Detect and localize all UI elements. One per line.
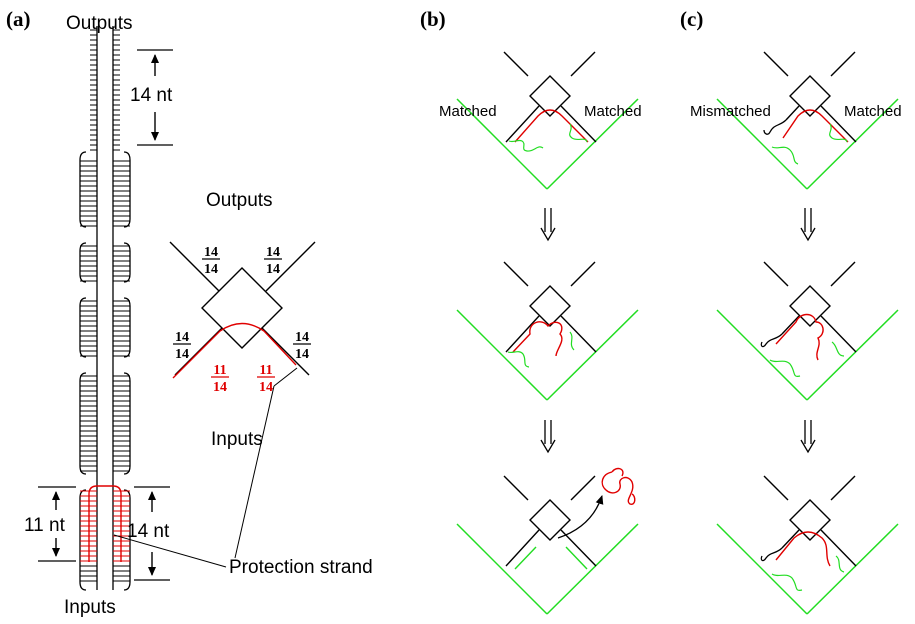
panel-c-label: (c) (680, 7, 703, 31)
panel-b-right-label: Matched (584, 103, 642, 120)
panel-b-stage-1: Matched Matched (439, 51, 642, 190)
svg-text:14: 14 (204, 245, 218, 260)
panel-c-right-label: Matched (844, 103, 902, 120)
svg-text:11: 11 (259, 363, 272, 378)
svg-text:14: 14 (266, 262, 280, 277)
protection-strand-path (88, 485, 122, 562)
transition-arrow-c-1 (800, 208, 816, 242)
panel-a: (a) Outputs Inputs 14 nt 11 nt 14 nt (6, 7, 373, 618)
dim-14nt-bottom-label: 14 nt (127, 521, 170, 542)
dim-11nt-label: 11 nt (24, 515, 66, 536)
gate-schematic: Outputs Inputs 14 14 14 14 14 (169, 190, 316, 559)
panel-b-left-label: Matched (439, 103, 497, 120)
panel-c-left-label: Mismatched (690, 103, 771, 120)
svg-text:14: 14 (259, 380, 273, 395)
gate-core-square (789, 75, 831, 117)
panel-a-label: (a) (6, 7, 31, 31)
panel-c: (c) Mismatched Matched (680, 7, 902, 615)
svg-text:14: 14 (266, 245, 280, 260)
gate-core-square (529, 75, 571, 117)
fraction-right: 14 14 (293, 330, 311, 362)
svg-text:14: 14 (295, 330, 309, 345)
panel-b-stage-2 (456, 261, 639, 401)
fraction-top-right: 14 14 (264, 245, 282, 277)
gate-inputs-label: Inputs (211, 429, 263, 450)
gate-core-square (529, 285, 571, 327)
fraction-inner-left: 11 14 (211, 363, 229, 395)
released-protection-strand (601, 467, 636, 505)
svg-text:14: 14 (213, 380, 227, 395)
protection-strand-label: Protection strand (229, 557, 373, 578)
dim-14nt-top-label: 14 nt (130, 85, 173, 106)
gate-core-square (529, 499, 571, 541)
svg-text:11: 11 (213, 363, 226, 378)
fraction-left: 14 14 (173, 330, 191, 362)
svg-text:14: 14 (175, 330, 189, 345)
panel-c-stage-3 (716, 475, 899, 615)
panel-b-label: (b) (420, 7, 446, 31)
svg-text:14: 14 (204, 262, 218, 277)
transition-arrow-c-2 (800, 420, 816, 454)
gate-protection-strand (172, 322, 297, 379)
panel-c-stage-2 (716, 261, 899, 401)
gate-core-square (789, 499, 831, 541)
panel-c-stage-1: Mismatched Matched (690, 51, 902, 190)
fraction-inner-right: 11 14 (257, 363, 275, 395)
column-inputs-label: Inputs (64, 597, 116, 618)
panel-b: (b) Matched Matched (420, 7, 642, 615)
transition-arrow-b-1 (540, 208, 556, 242)
gate-outputs-label: Outputs (206, 190, 273, 211)
transition-arrow-b-2 (540, 420, 556, 454)
dna-helix-column (79, 26, 131, 591)
column-outputs-label: Outputs (66, 13, 133, 34)
panel-b-stage-3 (456, 467, 639, 615)
dimension-14nt-top: 14 nt (130, 49, 173, 146)
dimension-11nt: 11 nt (24, 486, 76, 562)
svg-text:14: 14 (175, 347, 189, 362)
dimension-14nt-bottom: 14 nt (127, 486, 170, 581)
fraction-top-left: 14 14 (202, 245, 220, 277)
protection-strand-callout: Protection strand (113, 534, 373, 578)
svg-text:14: 14 (295, 347, 309, 362)
